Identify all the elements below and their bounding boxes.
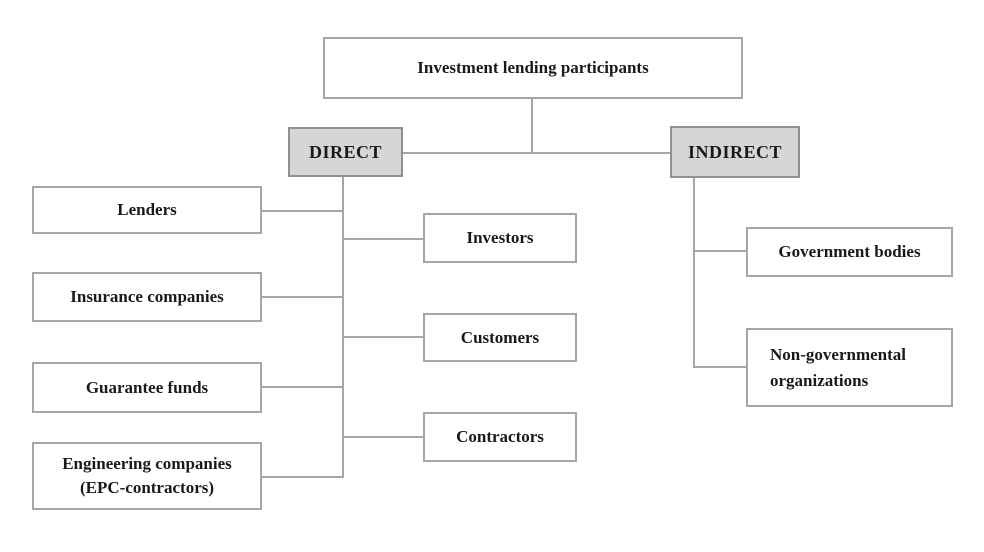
node-customers: Customers [423,313,577,362]
connector-ngo-stub [695,366,746,368]
node-direct: DIRECT [288,127,403,177]
node-lenders: Lenders [32,186,262,234]
connector-root-vertical [531,99,533,154]
node-insurance-companies: Insurance companies [32,272,262,322]
node-guarantee-funds: Guarantee funds [32,362,262,413]
connector-direct-indirect [403,152,670,154]
connector-contractors-stub [344,436,423,438]
connector-engineering-stub [262,476,344,478]
connector-indirect-trunk [693,178,695,368]
node-indirect: INDIRECT [670,126,800,178]
node-root: Investment lending participants [323,37,743,99]
connector-customers-stub [344,336,423,338]
connector-guarantee-stub [262,386,342,388]
node-investors: Investors [423,213,577,263]
connector-insurance-stub [262,296,342,298]
connector-government-stub [695,250,746,252]
node-government-bodies: Government bodies [746,227,953,277]
node-non-governmental-organizations: Non-governmental organizations [746,328,953,407]
connector-investors-stub [344,238,423,240]
connector-lenders-stub [262,210,342,212]
connector-direct-trunk [342,177,344,478]
node-contractors: Contractors [423,412,577,462]
node-engineering-companies: Engineering companies (EPC-contractors) [32,442,262,510]
